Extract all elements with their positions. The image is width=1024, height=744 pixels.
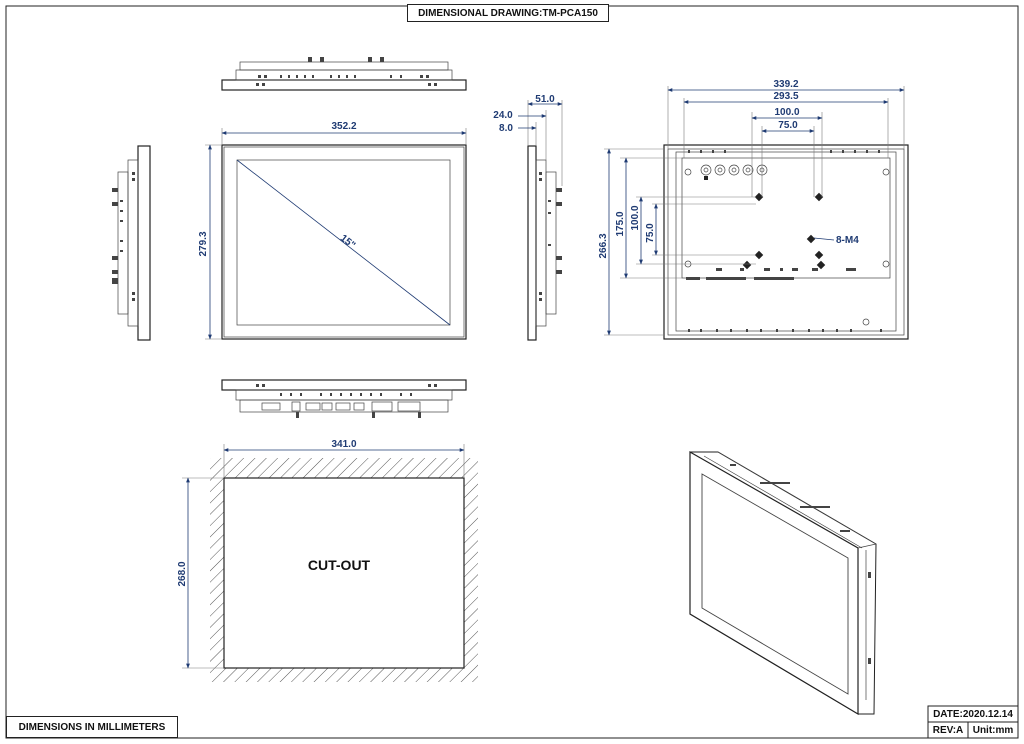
bezel-depth-dim: 8.0 bbox=[499, 123, 513, 134]
bottom-view bbox=[221, 379, 467, 418]
rear-outer-width-dim: 339.2 bbox=[773, 79, 798, 90]
top-view bbox=[221, 57, 467, 91]
isometric-view bbox=[689, 450, 877, 716]
screw-spec-label: 8-M4 bbox=[836, 235, 859, 246]
rear-bracket-height-dim: 175.0 bbox=[615, 211, 626, 236]
vesa-75-width-dim: 75.0 bbox=[778, 120, 798, 131]
vesa-100-width-dim: 100.0 bbox=[774, 107, 799, 118]
rev-cell: REV:A bbox=[932, 724, 964, 736]
screen-diagonal-label: 15" bbox=[338, 233, 357, 252]
cutout-width-dim: 341.0 bbox=[331, 439, 356, 450]
depth-body-dim: 24.0 bbox=[493, 110, 513, 121]
right-side-view bbox=[518, 100, 563, 341]
cutout-label: CUT-OUT bbox=[308, 557, 371, 573]
rear-outer-height-dim: 266.3 bbox=[598, 233, 609, 258]
vesa-75-height-dim: 75.0 bbox=[645, 223, 656, 243]
front-width-dim: 352.2 bbox=[331, 121, 356, 132]
depth-total-dim: 51.0 bbox=[535, 94, 555, 105]
cutout-view bbox=[182, 444, 478, 682]
units-note: DIMENSIONS IN MILLIMETERS bbox=[6, 716, 178, 738]
front-view bbox=[205, 128, 467, 340]
cutout-height-dim: 268.0 bbox=[177, 561, 188, 586]
rear-bracket-width-dim: 293.5 bbox=[773, 91, 798, 102]
date-cell: DATE:2020.12.14 bbox=[933, 709, 1013, 720]
front-height-dim: 279.3 bbox=[198, 231, 209, 256]
drawing-title: DIMENSIONAL DRAWING:TM-PCA150 bbox=[407, 4, 609, 22]
left-side-view bbox=[112, 145, 151, 341]
rear-view bbox=[604, 86, 909, 340]
unit-cell: Unit:mm bbox=[972, 724, 1014, 736]
vesa-100-height-dim: 100.0 bbox=[630, 205, 641, 230]
